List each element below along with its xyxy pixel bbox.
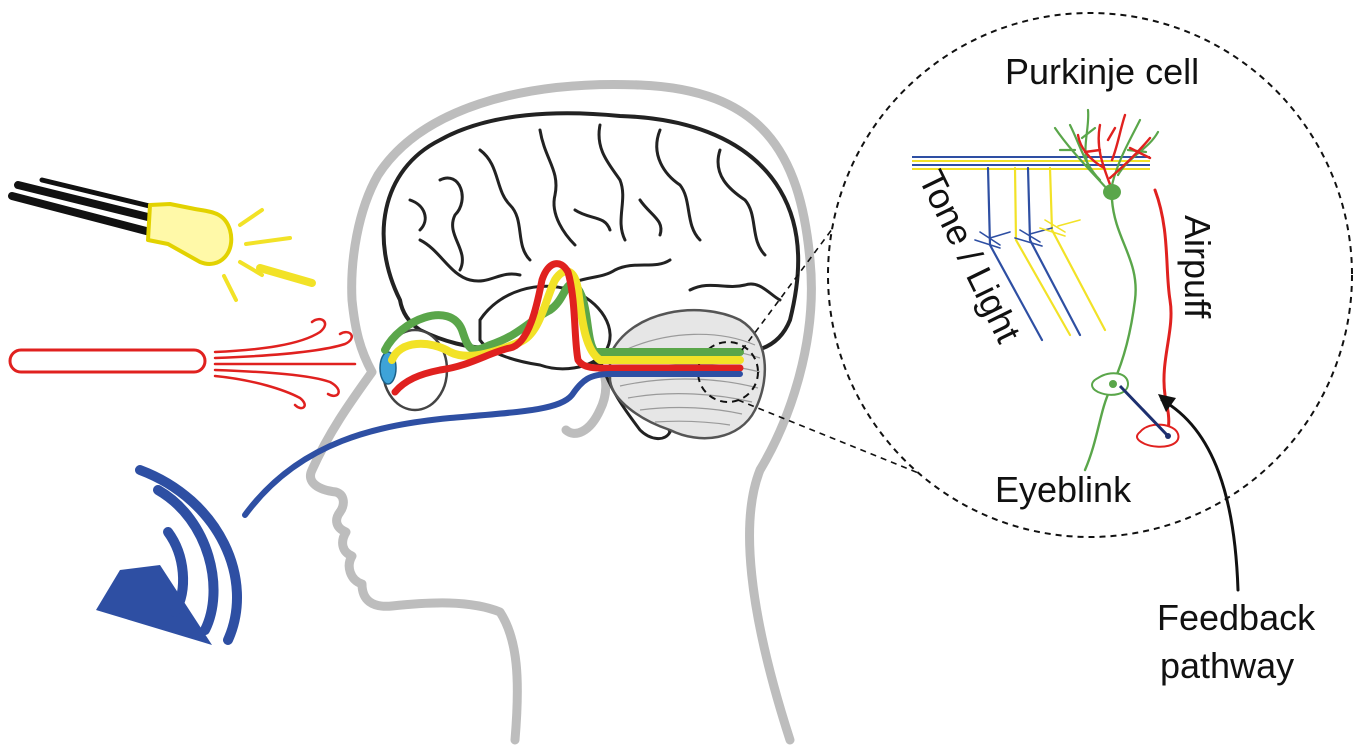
eyeblink-label: Eyeblink: [995, 469, 1132, 510]
purkinje-cell-label: Purkinje cell: [1005, 51, 1199, 92]
airpuff-label: Airpuff: [1177, 215, 1218, 319]
feedback-pathway-label-line1: Feedback: [1157, 597, 1316, 638]
airpuff-tube-icon: [10, 319, 355, 408]
led-light-icon: [12, 180, 312, 300]
speaker-icon: [96, 470, 237, 645]
feedback-pathway-label-line2: pathway: [1160, 645, 1294, 686]
